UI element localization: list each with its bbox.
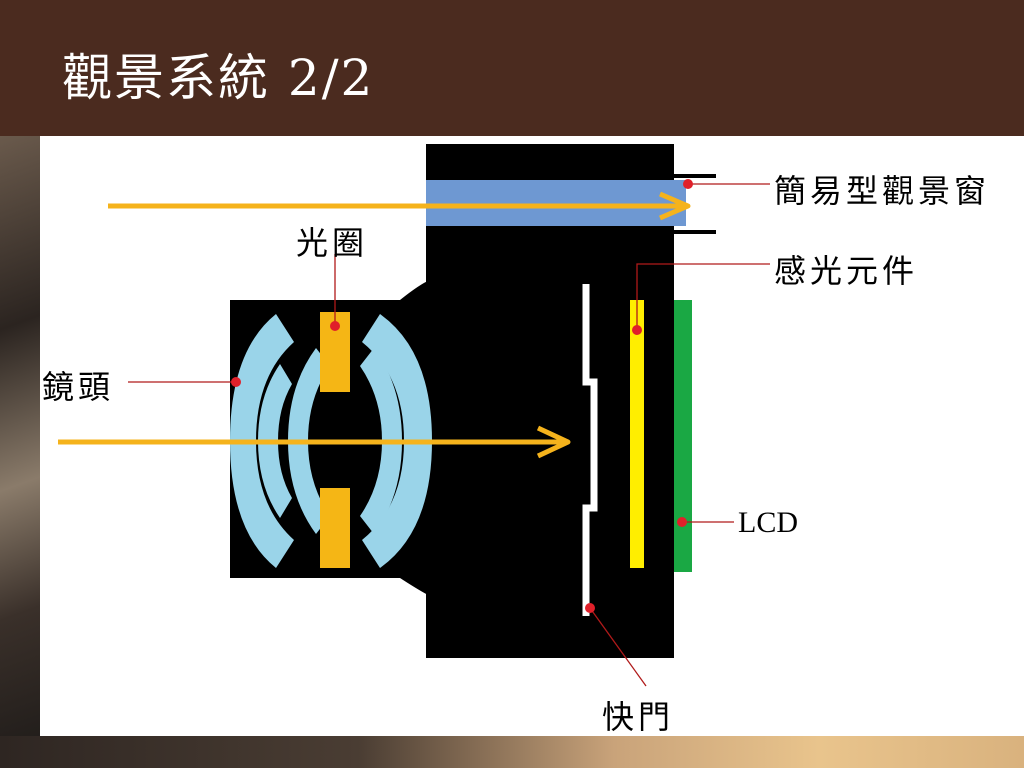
marker-aperture bbox=[330, 321, 340, 331]
shutter bbox=[582, 284, 598, 616]
label-aperture: 光圈 bbox=[296, 224, 369, 262]
background-photo-left bbox=[0, 136, 40, 768]
slide-title: 觀景系統 2/2 bbox=[62, 49, 375, 107]
aperture-blade-bottom bbox=[320, 488, 350, 568]
viewfinder-arrowhead bbox=[659, 191, 691, 221]
leader-shutter bbox=[589, 607, 647, 687]
leader-sensor bbox=[636, 263, 770, 330]
viewfinder-window bbox=[426, 180, 686, 226]
label-lcd: LCD bbox=[738, 506, 798, 539]
marker-lens bbox=[231, 377, 241, 387]
label-lens: 鏡頭 bbox=[42, 368, 115, 406]
lcd-screen bbox=[674, 300, 692, 572]
marker-lcd bbox=[677, 517, 687, 527]
marker-shutter bbox=[585, 603, 595, 613]
lens-element-right-outer bbox=[362, 314, 432, 568]
slide-header: 觀景系統 2/2 bbox=[0, 0, 1024, 136]
label-shutter: 快門 bbox=[602, 698, 675, 736]
image-sensor bbox=[630, 300, 644, 568]
lens-arrowhead bbox=[536, 425, 571, 459]
lens-element-left-middle bbox=[288, 348, 330, 534]
marker-viewfinder bbox=[683, 179, 693, 189]
lens-element-left-outer bbox=[230, 314, 294, 568]
camera-diagram-svg bbox=[58, 144, 770, 687]
lens-element-right-middle bbox=[360, 348, 402, 534]
marker-sensor bbox=[632, 325, 642, 335]
camera-diagram: 簡易型觀景窗 感光元件 光圈 鏡頭 LCD 快門 bbox=[40, 136, 1024, 736]
background-photo-bottom bbox=[0, 736, 1024, 768]
label-viewfinder: 簡易型觀景窗 bbox=[774, 172, 991, 210]
label-sensor: 感光元件 bbox=[774, 252, 919, 290]
